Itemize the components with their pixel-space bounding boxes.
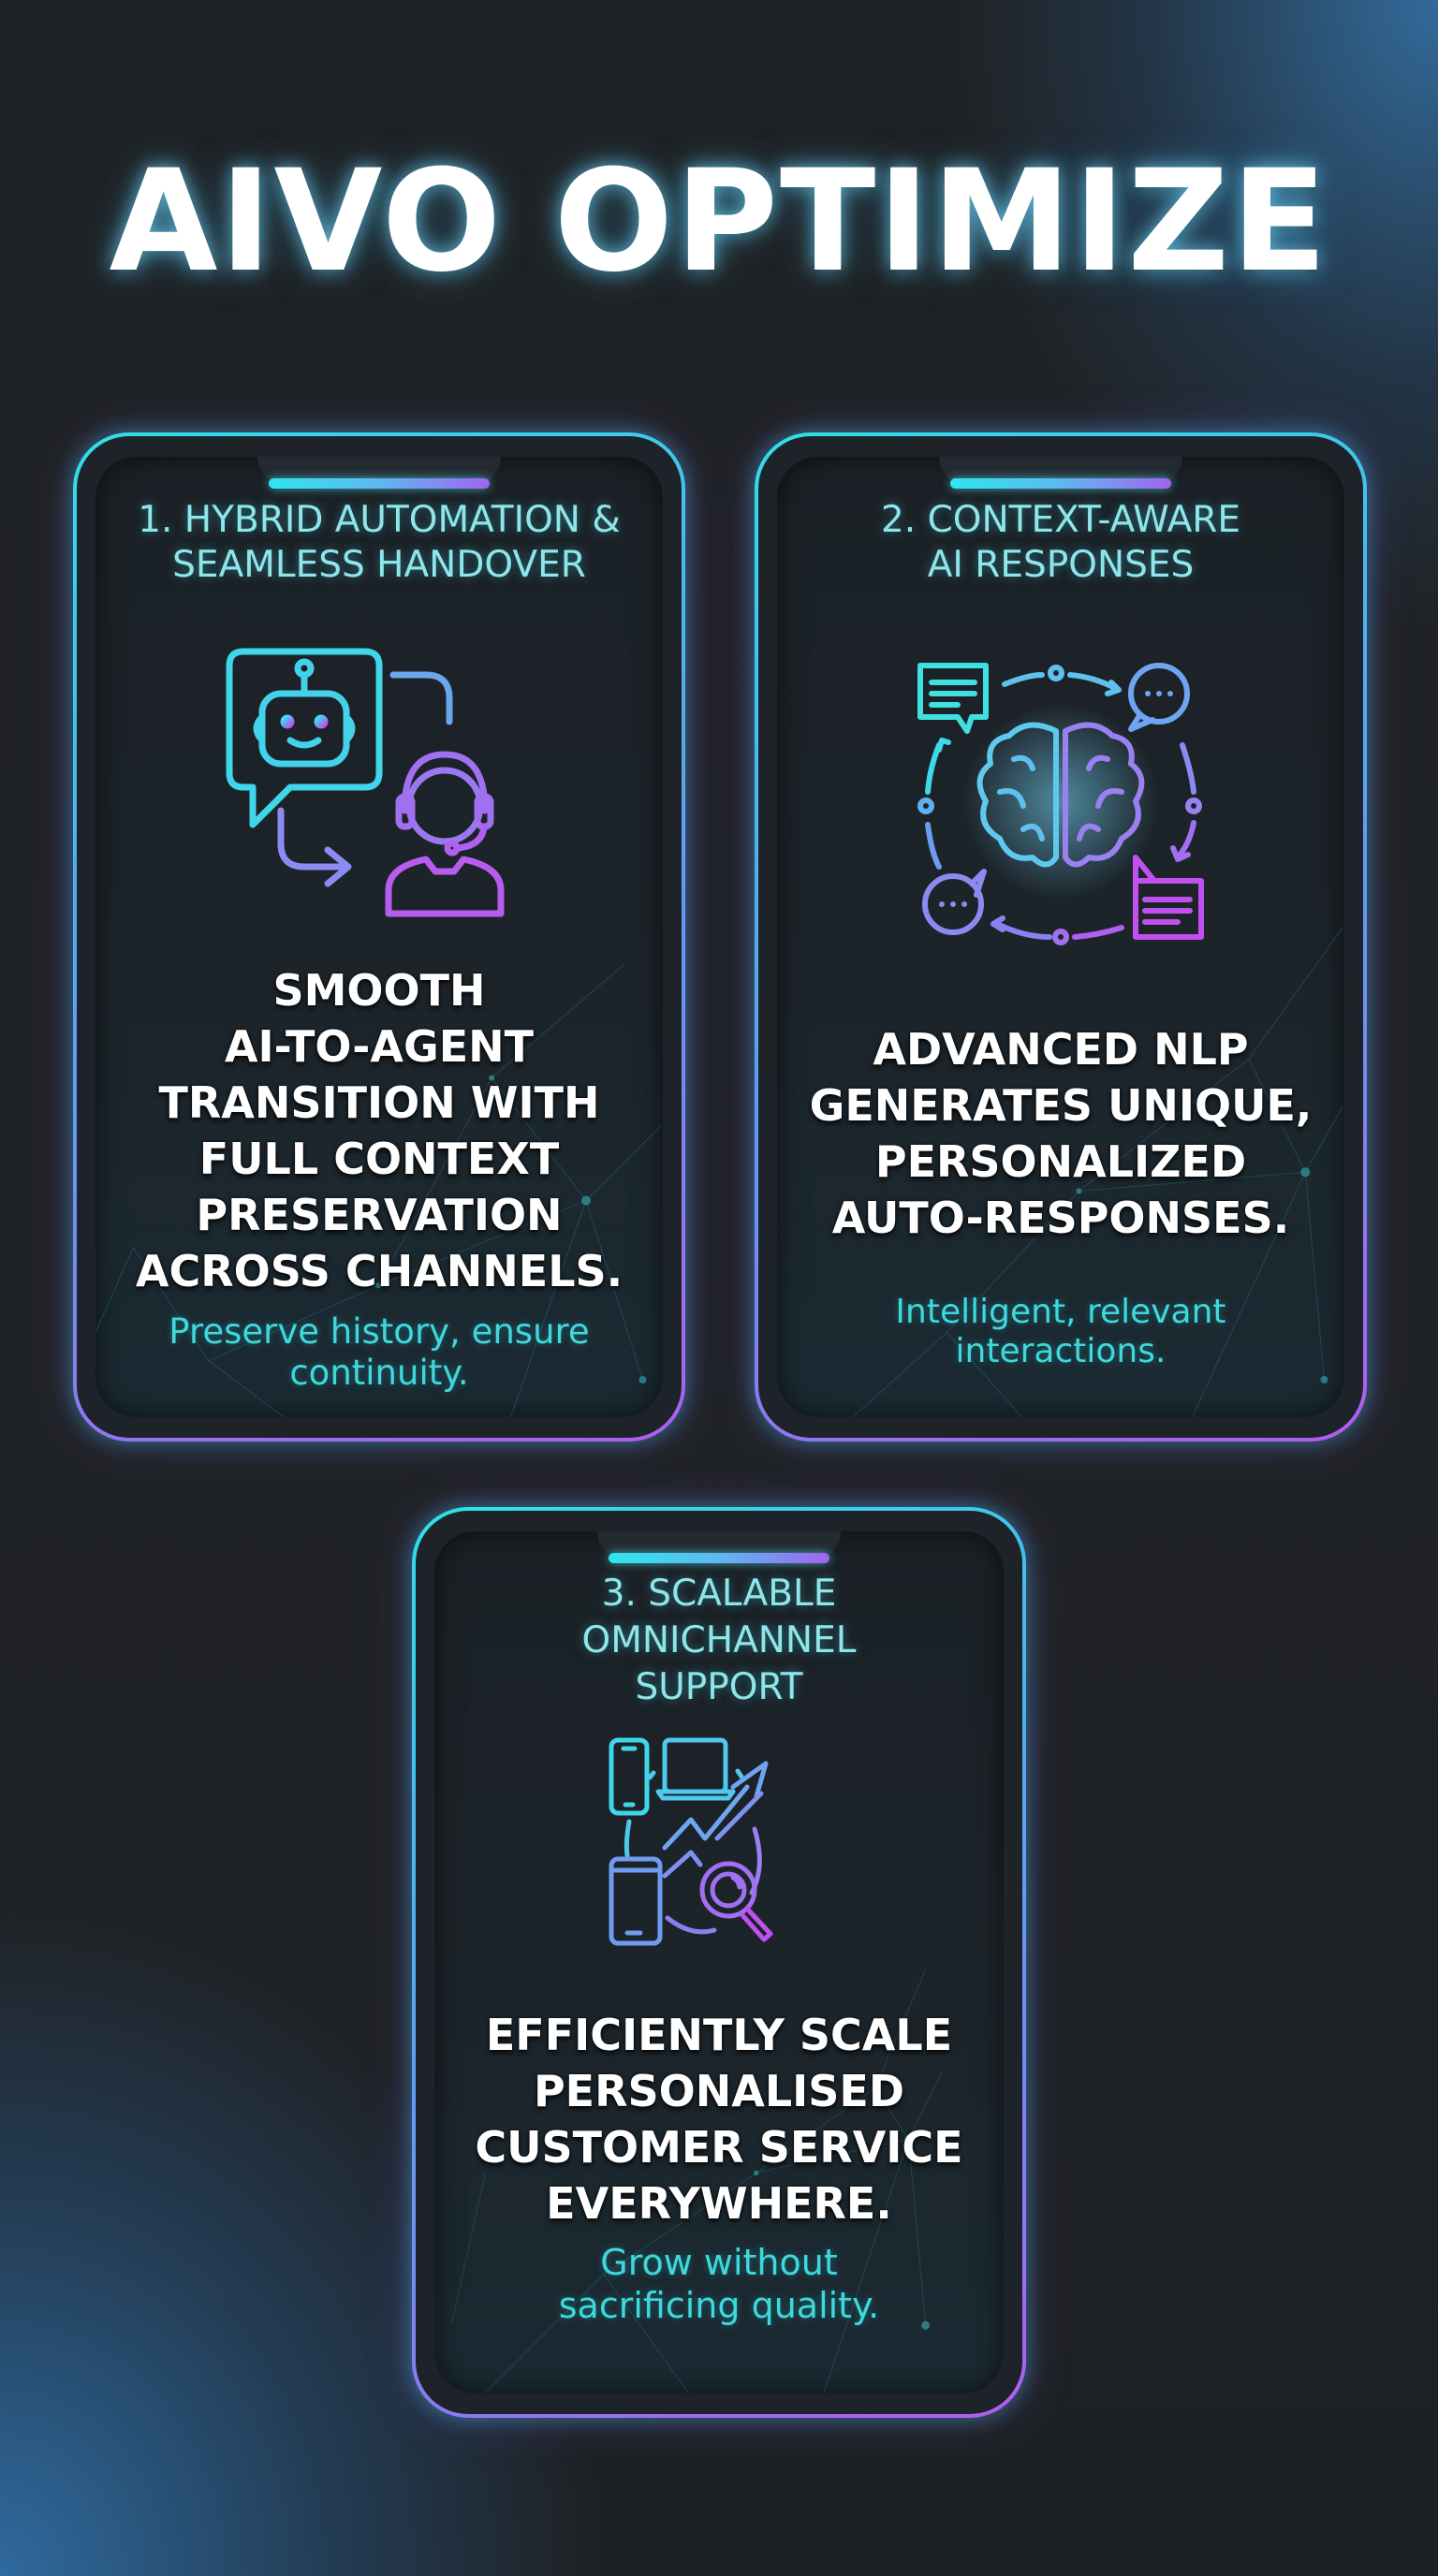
brain-conversation-cycle-icon <box>917 663 1204 945</box>
card-heading: 1. HYBRID AUTOMATION & SEAMLESS HANDOVER <box>138 499 621 586</box>
feature-card-hybrid-automation: 1. HYBRID AUTOMATION & SEAMLESS HANDOVER <box>73 432 685 1442</box>
card-heading: 2. CONTEXT-AWARE AI RESPONSES <box>880 499 1241 586</box>
network-lines-decoration <box>95 963 662 1417</box>
network-lines-decoration <box>450 1969 943 2393</box>
card-subtext: Intelligent, relevant interactions. <box>895 1293 1226 1370</box>
card-screen <box>777 457 1344 1417</box>
card-body-text: ADVANCED NLP GENERATES UNIQUE, PERSONALI… <box>809 1024 1313 1243</box>
page-title: AIVO OPTIMIZE <box>109 140 1329 303</box>
card-screen <box>95 457 663 1417</box>
notch-light-bar <box>269 478 490 489</box>
network-lines-decoration <box>852 926 1343 1417</box>
feature-card-context-aware: 2. CONTEXT-AWARE AI RESPONSES <box>755 432 1367 1442</box>
notch-light-bar <box>609 1553 829 1563</box>
card-subtext: Grow without sacrificing quality. <box>558 2242 880 2326</box>
card-body-text: SMOOTH AI-TO-AGENT TRANSITION WITH FULL … <box>135 965 624 1296</box>
notch-light-bar <box>950 478 1171 489</box>
robot-chat-to-agent-handover-icon <box>226 648 505 917</box>
devices-growth-search-icon <box>609 1737 773 1946</box>
card-body-text: EFFICIENTLY SCALE PERSONALISED CUSTOMER … <box>475 2010 963 2229</box>
card-heading: 3. SCALABLE OMNICHANNEL SUPPORT <box>581 1573 857 1708</box>
card-screen <box>434 1531 1004 2393</box>
feature-card-scalable-omnichannel: 3. SCALABLE OMNICHANNEL SUPPORT <box>412 1507 1026 2418</box>
card-subtext: Preserve history, ensure continuity. <box>169 1311 590 1393</box>
